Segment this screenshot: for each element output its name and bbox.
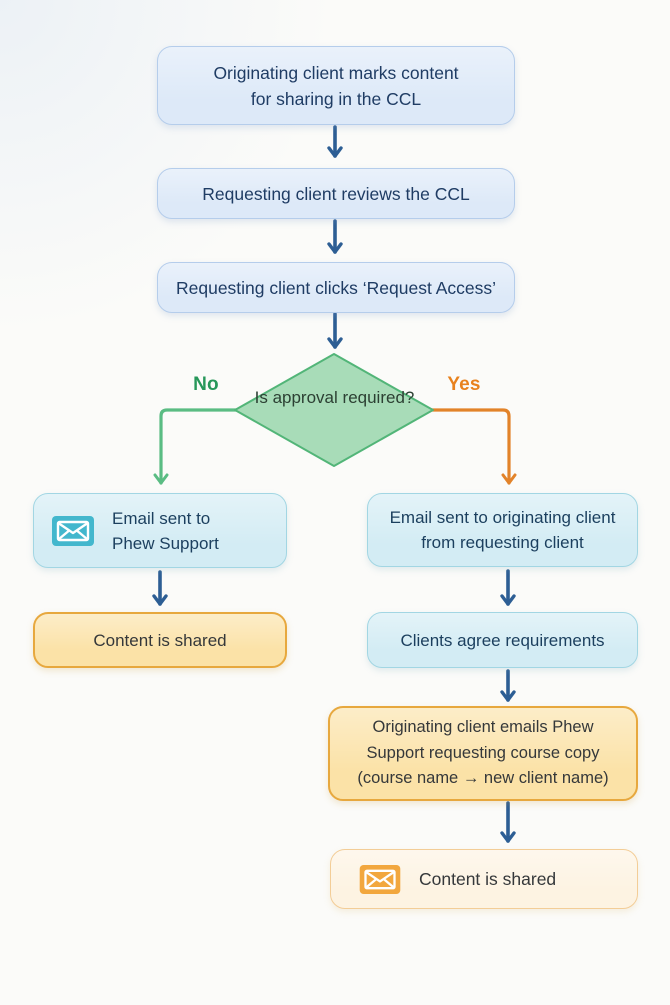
node-text: for sharing in the CCL <box>250 88 422 109</box>
flow-node-decision-text: Is approval required? <box>244 385 425 411</box>
envelope-icon <box>52 515 94 546</box>
flow-node-mark-content: Originating client marks content for sha… <box>157 46 515 125</box>
node-text: (course name → new client name) <box>357 769 609 788</box>
flow-node-course-copy: Originating client emails Phew Support r… <box>328 706 638 801</box>
envelope-icon <box>359 864 401 894</box>
node-text: Originating client emails Phew <box>372 718 594 737</box>
arrow-yes-branch <box>430 408 517 485</box>
arrow-no-branch <box>153 408 238 485</box>
flow-node-review-ccl: Requesting client reviews the CCL <box>157 168 515 219</box>
node-text: Originating client marks content <box>213 62 459 83</box>
node-text: from requesting client <box>421 533 584 552</box>
flow-node-content-shared-left: Content is shared <box>33 612 287 668</box>
node-text: Requesting client reviews the CCL <box>202 183 470 204</box>
branch-label-yes: Yes <box>447 374 481 395</box>
flow-node-content-shared-right: Content is shared <box>330 849 638 909</box>
node-text: required? <box>342 388 415 407</box>
node-text: Requesting client clicks ‘Request Access… <box>175 277 496 298</box>
node-text: Content is shared <box>93 630 227 650</box>
decision-diamond <box>234 353 434 467</box>
node-text: Is approval <box>254 388 338 407</box>
node-text: Email sent to <box>112 508 211 528</box>
node-text: Content is shared <box>419 868 557 889</box>
flow-node-email-phew: Email sent to Phew Support <box>33 493 287 568</box>
flow-node-clients-agree: Clients agree requirements <box>367 612 638 668</box>
node-text: Phew Support <box>112 533 219 553</box>
branch-label-no: No <box>193 374 219 395</box>
node-text: Support requesting course copy <box>366 743 600 762</box>
flow-node-request-access: Requesting client clicks ‘Request Access… <box>157 262 515 313</box>
node-text: Clients agree requirements <box>400 630 605 650</box>
node-text: Email sent to originating client <box>389 508 616 527</box>
flow-node-email-originating: Email sent to originating client from re… <box>367 493 638 567</box>
